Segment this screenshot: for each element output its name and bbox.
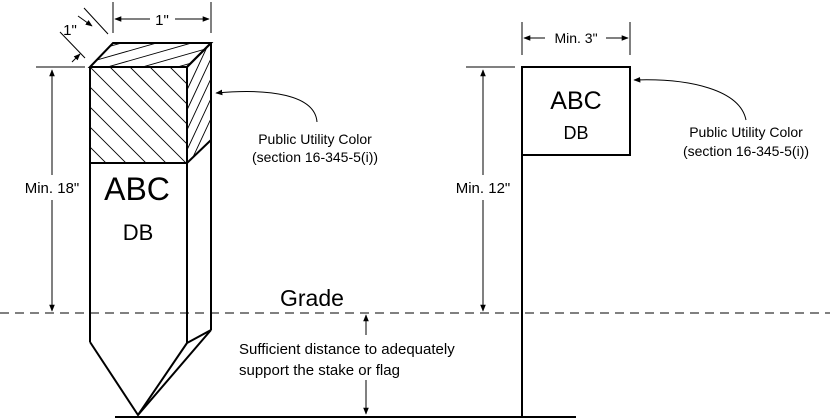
flag-callout-line1: Public Utility Color [689,124,803,140]
flag-height-label: Min. 12" [456,180,511,197]
flag-width-dimension: Min. 3" [521,22,631,55]
stake-width-label: 1" [155,12,169,29]
flag: ABC DB [521,66,631,417]
depth-note-line2: support the stake or flag [239,362,400,379]
stake-callout-line1: Public Utility Color [258,131,372,147]
stake-width-dimension: 1" [112,2,212,33]
grade-label: Grade [280,285,344,311]
stake-callout-line2: (section 16-345-5(i)) [252,149,378,165]
flag-label-db: DB [563,123,588,143]
stake-label-abc: ABC [104,171,170,207]
flag-callout: Public Utility Color (section 16-345-5(i… [633,76,809,159]
stake-height-label: Min. 18" [25,180,80,197]
front-hatch [90,67,187,163]
depth-dimension: Sufficient distance to adequately suppor… [239,314,455,415]
stake-depth-dimension: 1" [59,7,109,63]
stake-callout: Public Utility Color (section 16-345-5(i… [215,89,378,165]
stake-label-db: DB [123,220,154,245]
flag-height-dimension: Min. 12" [456,66,515,312]
flag-callout-line2: (section 16-345-5(i)) [683,143,809,159]
flag-label-abc: ABC [550,87,601,115]
stake-depth-label: 1" [63,22,77,39]
flag-width-label: Min. 3" [554,30,597,46]
depth-note-line1: Sufficient distance to adequately [239,341,455,358]
stake-height-dimension: Min. 18" [25,66,85,312]
